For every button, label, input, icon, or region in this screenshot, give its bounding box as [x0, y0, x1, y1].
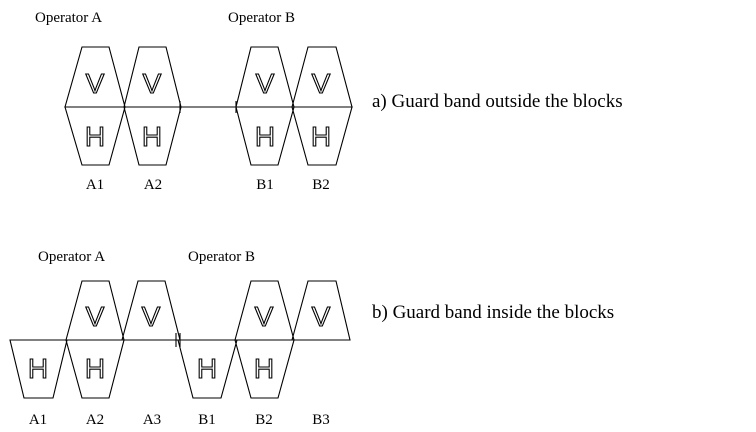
diagram-b: Operator A Operator B H A1 V H A2 V A3: [9, 249, 614, 428]
h-polarization-shape: [177, 339, 238, 399]
block-label-b1: B1: [256, 177, 274, 193]
block-b2: V H B2: [234, 280, 295, 428]
operator-a-label: Operator A: [38, 249, 105, 265]
v-letter: V: [256, 68, 275, 99]
h-letter: H: [255, 121, 275, 152]
h-letter: H: [142, 121, 162, 152]
v-letter: V: [143, 68, 162, 99]
v-polarization-shape: [121, 280, 181, 341]
block-a1: V H A1: [64, 46, 126, 193]
block-b3: V B3: [291, 280, 351, 428]
h-polarization-shape: [65, 339, 125, 399]
v-polarization-shape: [291, 280, 351, 341]
h-letter: H: [28, 353, 48, 384]
block-label-b2: B2: [312, 177, 330, 193]
block-label-a3: A3: [143, 412, 161, 428]
block-label-a1: A1: [29, 412, 47, 428]
block-b2: V H B2: [291, 46, 353, 193]
block-label-b3: B3: [312, 412, 330, 428]
block-label-a2: A2: [144, 177, 162, 193]
block-b1: V H B1: [235, 46, 295, 193]
h-polarization-shape: [123, 106, 182, 166]
h-polarization-shape: [235, 106, 295, 166]
block-b1: H B1: [177, 339, 238, 428]
h-polarization-shape: [291, 106, 353, 166]
block-label-b2: B2: [255, 412, 273, 428]
block-a1: H A1: [9, 339, 68, 428]
block-label-a2: A2: [86, 412, 104, 428]
v-letter: V: [312, 68, 331, 99]
operator-a-label: Operator A: [35, 10, 102, 26]
h-letter: H: [254, 353, 274, 384]
block-label-a1: A1: [86, 177, 104, 193]
block-a2: V H A2: [65, 280, 125, 428]
diagram-a: Operator A Operator B V H A1 V H A2 V H: [35, 10, 623, 193]
block-a3: V A3: [121, 280, 181, 428]
v-letter: V: [312, 301, 331, 332]
block-label-b1: B1: [198, 412, 216, 428]
operator-b-label: Operator B: [228, 10, 295, 26]
caption-b: b) Guard band inside the blocks: [372, 302, 614, 323]
v-letter: V: [86, 301, 105, 332]
caption-a: a) Guard band outside the blocks: [372, 91, 623, 112]
block-a2: V H A2: [123, 46, 182, 193]
h-letter: H: [311, 121, 331, 152]
operator-b-label: Operator B: [188, 249, 255, 265]
h-letter: H: [197, 353, 217, 384]
h-letter: H: [85, 353, 105, 384]
h-polarization-shape: [234, 339, 295, 399]
h-polarization-shape: [9, 339, 68, 399]
h-letter: H: [85, 121, 105, 152]
v-letter: V: [86, 68, 105, 99]
h-polarization-shape: [64, 106, 126, 166]
v-letter: V: [142, 301, 161, 332]
v-letter: V: [255, 301, 274, 332]
